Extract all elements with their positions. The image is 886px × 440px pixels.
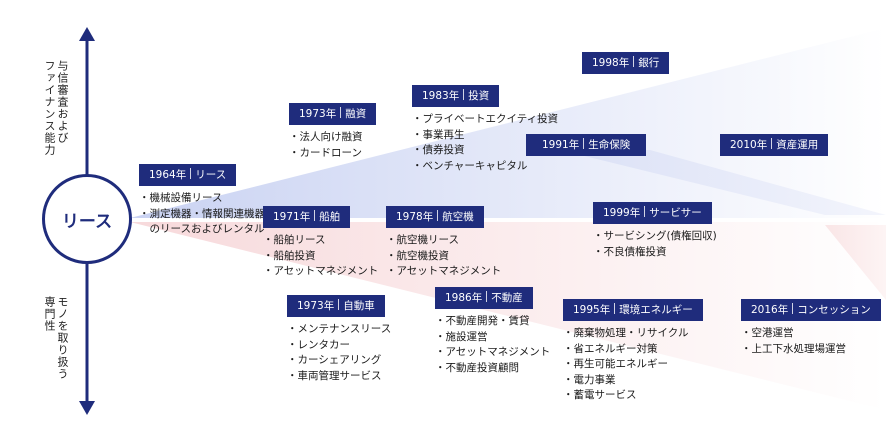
list-item: ・カーシェアリング (287, 354, 382, 366)
item-list: ・不動産開発・賃貸 ・施設運営 ・アセットマネジメント ・不動産投資顧問 (435, 314, 550, 376)
year-badge: 1983年投資 (412, 85, 500, 107)
list-item: ・施設運営 (435, 330, 488, 343)
node-1995-environment-energy: 1995年環境エネルギー ・廃棄物処理・リサイクル ・省エネルギー対策 ・再生可… (563, 298, 703, 404)
item-list: ・空港運営 ・上工下水処理場運営 (741, 326, 881, 357)
axis-label-bottom: モノを取り扱う 専門性 (43, 296, 69, 380)
year-badge: 2016年コンセッション (741, 299, 881, 321)
lease-label: リース (61, 211, 113, 232)
node-1999-servicer: 1999年サービサー ・サービシング(債権回収) ・不良債権投資 (593, 201, 717, 260)
arrow-up-icon (79, 27, 95, 41)
blue-band (560, 150, 886, 215)
pink-fan (130, 222, 886, 410)
node-1983-investment: 1983年投資 ・プライベートエクイティ投資 ・事業再生 ・債券投資 ・ベンチャ… (412, 84, 558, 174)
arrow-down-icon (79, 401, 95, 415)
list-item: ・レンタカー (287, 338, 350, 351)
node-2010-asset-management: 2010年資産運用 (720, 133, 829, 156)
list-item: ・船舶リース (263, 234, 326, 246)
item-list: ・法人向け融資 ・カードローン (289, 130, 376, 161)
year-badge: 1978年航空機 (386, 206, 484, 228)
year-badge: 1998年銀行 (582, 52, 670, 74)
list-item: ・電力事業 (563, 373, 616, 386)
list-item: ・メンテナンスリース (287, 323, 392, 335)
pink-band (825, 225, 886, 300)
list-item: ・航空機リース (386, 234, 459, 246)
item-list: ・廃棄物処理・リサイクル ・省エネルギー対策 ・再生可能エネルギー ・電力事業 … (563, 326, 703, 404)
list-item: ・廃棄物処理・リサイクル (563, 327, 689, 339)
year-badge: 1971年船舶 (263, 206, 351, 228)
node-1978-aircraft: 1978年航空機 ・航空機リース ・航空機投資 ・アセットマネジメント (386, 205, 501, 280)
list-item: ・蓄電サービス (563, 389, 637, 401)
list-item: ・再生可能エネルギー (563, 358, 668, 370)
list-item: ・サービシング(債権回収) (593, 230, 717, 242)
node-1986-real-estate: 1986年不動産 ・不動産開発・賃貸 ・施設運営 ・アセットマネジメント ・不動… (435, 286, 550, 376)
node-1998-bank: 1998年銀行 (582, 51, 670, 74)
node-1973-automobile: 1973年自動車 ・メンテナンスリース ・レンタカー ・カーシェアリング ・車両… (287, 294, 391, 384)
list-item: ・アセットマネジメント (386, 265, 502, 277)
list-item: ・機械設備リース (139, 192, 223, 204)
list-item: ・不動産投資顧問 (435, 361, 519, 374)
list-item: ・アセットマネジメント (263, 265, 379, 277)
year-badge: 2010年資産運用 (720, 134, 829, 156)
year-badge: 1999年サービサー (593, 202, 712, 224)
year-badge: 1991年生命保険 (526, 134, 647, 156)
list-item: ・債券投資 (412, 144, 465, 156)
node-1971-ship: 1971年船舶 ・船舶リース ・船舶投資 ・アセットマネジメント (263, 205, 378, 280)
item-list: ・プライベートエクイティ投資 ・事業再生 ・債券投資 ・ベンチャーキャピタル (412, 112, 558, 174)
year-badge: 1995年環境エネルギー (563, 299, 703, 321)
year-badge: 1973年自動車 (287, 295, 385, 317)
node-1973-finance: 1973年融資 ・法人向け融資 ・カードローン (289, 102, 377, 161)
list-item: ・プライベートエクイティ投資 (412, 113, 559, 125)
list-item: ・船舶投資 (263, 249, 316, 262)
item-list: ・サービシング(債権回収) ・不良債権投資 (593, 229, 717, 260)
year-badge: 1986年不動産 (435, 287, 533, 309)
item-list: ・メンテナンスリース ・レンタカー ・カーシェアリング ・車両管理サービス (287, 322, 391, 384)
list-item: ・不良債権投資 (593, 245, 667, 258)
list-item: ・上工下水処理場運営 (741, 342, 846, 355)
lease-circle: リース (42, 174, 132, 264)
item-list: ・航空機リース ・航空機投資 ・アセットマネジメント (386, 233, 501, 280)
item-list: ・船舶リース ・船舶投資 ・アセットマネジメント (263, 233, 378, 280)
list-item: ・アセットマネジメント (435, 346, 551, 358)
list-item: のリースおよびレンタル (139, 223, 265, 235)
list-item: ・測定機器・情報関連機器 (139, 207, 265, 220)
list-item: ・事業再生 (412, 128, 465, 141)
list-item: ・車両管理サービス (287, 369, 382, 382)
node-2016-concession: 2016年コンセッション ・空港運営 ・上工下水処理場運営 (741, 298, 881, 357)
node-1991-life-insurance: 1991年生命保険 (526, 133, 647, 156)
list-item: ・法人向け融資 (289, 131, 363, 143)
node-1964-lease: 1964年リース ・機械設備リース ・測定機器・情報関連機器 のリースおよびレン… (139, 163, 265, 238)
list-item: ・航空機投資 (386, 249, 449, 262)
year-badge: 1964年リース (139, 164, 237, 186)
list-item: ・不動産開発・賃貸 (435, 315, 530, 327)
item-list: ・機械設備リース ・測定機器・情報関連機器 のリースおよびレンタル (139, 191, 265, 238)
list-item: ・省エネルギー対策 (563, 342, 658, 355)
list-item: ・カードローン (289, 146, 362, 159)
list-item: ・空港運営 (741, 327, 794, 339)
list-item: ・ベンチャーキャピタル (412, 159, 528, 172)
year-badge: 1973年融資 (289, 103, 377, 125)
axis-label-top: 与信審査および ファイナンス能力 (43, 60, 69, 156)
